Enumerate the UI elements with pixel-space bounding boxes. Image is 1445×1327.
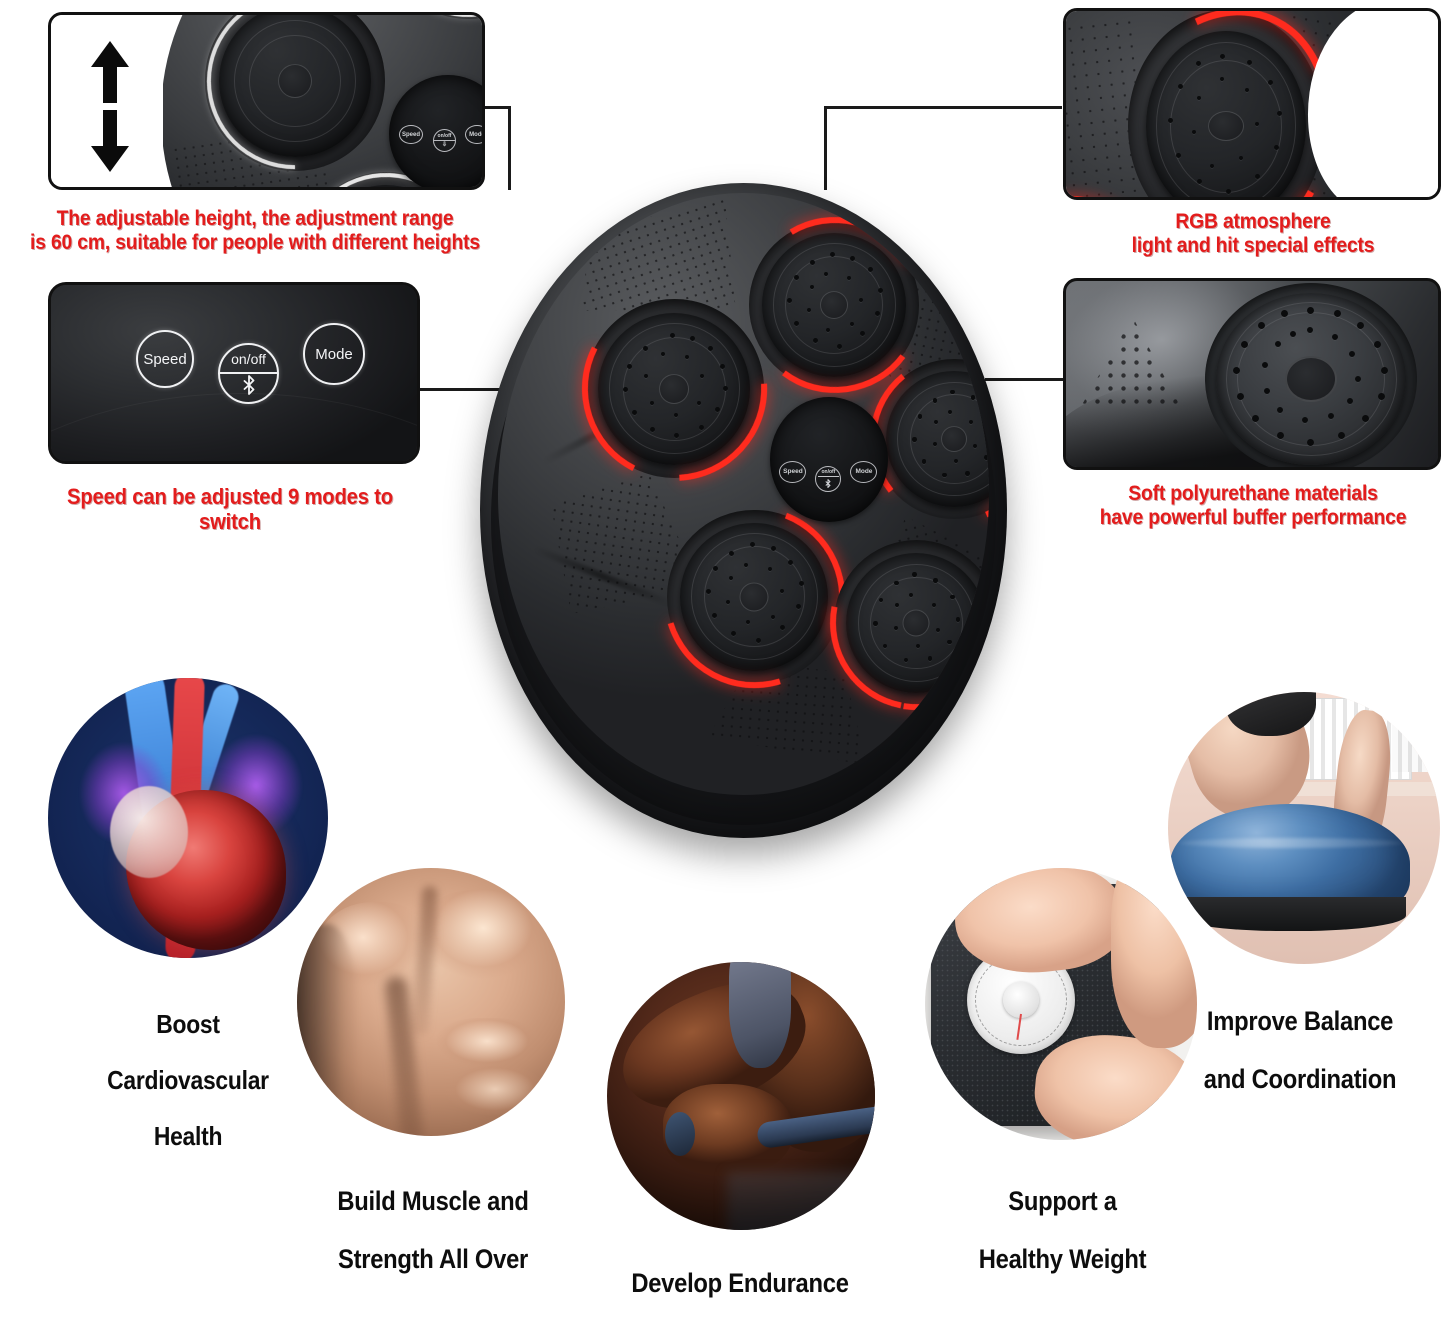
- bosu-seam: [1180, 838, 1402, 848]
- grip-cap: [665, 1112, 695, 1156]
- polyurethane-target-pad: [1204, 282, 1418, 467]
- onoff-button-label: on/off: [231, 351, 266, 367]
- mode-label: Mode: [469, 131, 485, 138]
- device-mode-label: Mode: [855, 467, 873, 475]
- caption-line-2: light and hit special effects: [1131, 233, 1375, 257]
- divider: [434, 139, 455, 141]
- caption-line-1: Speed can be adjusted 9 modes to switch: [67, 484, 393, 534]
- speed-label: Speed: [401, 131, 420, 138]
- polyurethane-pad-photo: [1063, 278, 1441, 470]
- label-line-2: and Coordination: [1203, 1064, 1397, 1095]
- benefit-muscle-label: Build Muscle and Strength All Over: [305, 1158, 560, 1304]
- device-speed-button[interactable]: Speed: [779, 460, 807, 483]
- target-pad-top[interactable]: [727, 198, 941, 412]
- height-adjust-photo: Speed on/off ⇩ Mode: [48, 12, 485, 190]
- caption-line-2: have powerful buffer performance: [1099, 505, 1407, 529]
- caption-line-1: Soft polyurethane materials: [1128, 482, 1378, 505]
- target-pad-upper-left[interactable]: [543, 257, 806, 520]
- mode-button[interactable]: Mode: [303, 323, 365, 385]
- bathroom-scale-photo: [925, 868, 1197, 1140]
- target-pad: [170, 15, 420, 187]
- target-pad: [1087, 11, 1365, 197]
- rgb-light-photo: [1063, 8, 1441, 200]
- label-line-2: Healthy Weight: [978, 1244, 1147, 1275]
- benefit-endurance-label: Develop Endurance: [608, 1240, 872, 1327]
- connector-line-rgb-vertical: [824, 108, 827, 190]
- heart-anatomy-photo: [48, 678, 328, 958]
- muscular-torso-photo: [297, 868, 565, 1136]
- device-onoff-button[interactable]: on/off ⇩: [433, 129, 456, 152]
- arrow-up-icon: [91, 41, 129, 103]
- benefit-weight-label: Support a Healthy Weight: [937, 1158, 1188, 1304]
- device-onoff-label: on/off: [821, 468, 836, 475]
- connector-line-pad-horizontal: [985, 378, 1063, 381]
- device-control-disc: Speed on/off Mode: [770, 396, 889, 522]
- device-face: Speed on/off Mode: [498, 192, 989, 796]
- device-speed-label: Speed: [783, 467, 803, 475]
- label-line-2: Strength All Over: [337, 1244, 529, 1275]
- caption-line-1: The adjustable height, the adjustment ra…: [56, 207, 454, 230]
- floor-shadow: [727, 1172, 875, 1230]
- onoff-label: on/off: [437, 132, 452, 139]
- speed-button-label: Speed: [143, 350, 187, 368]
- label-line-1: Build Muscle and: [337, 1186, 529, 1217]
- arm-shadow-left: [297, 924, 359, 1136]
- music-boxing-machine: Speed on/off Mode: [480, 183, 1007, 838]
- bluetooth-icon: [243, 375, 254, 395]
- benefit-balance-label: Improve Balance and Coordination: [1172, 978, 1427, 1124]
- mode-button-label: Mode: [315, 345, 353, 363]
- connector-line-speed-horizontal: [418, 388, 518, 391]
- label-line-1: Improve Balance: [1206, 1006, 1394, 1037]
- label-line-1: Develop Endurance: [631, 1268, 849, 1299]
- device-speed-button[interactable]: Speed: [399, 125, 423, 144]
- arrow-down-icon: [91, 110, 129, 172]
- radiator-right: [1392, 700, 1440, 772]
- device-mode-button[interactable]: Mode: [850, 460, 878, 483]
- benefit-cardio-label: Boost Cardiovascular Health: [56, 982, 320, 1179]
- caption-speed-modes: Speed can be adjusted 9 modes to switch: [37, 484, 423, 534]
- speed-button[interactable]: Speed: [136, 330, 194, 388]
- label-line-2: Cardiovascular: [107, 1065, 269, 1096]
- label-line-1: Boost: [156, 1009, 220, 1040]
- abs-lower: [443, 1066, 547, 1124]
- label-line-1: Support a: [1008, 1186, 1117, 1217]
- connector-line-rgb-horizontal: [824, 106, 1062, 109]
- height-photo-device-crop: Speed on/off ⇩ Mode: [161, 15, 485, 187]
- led-arc: [356, 15, 482, 42]
- caption-line-1: RGB atmosphere: [1175, 210, 1331, 233]
- label-line-3: Health: [153, 1121, 223, 1152]
- caption-polyurethane: Soft polyurethane materials have powerfu…: [1069, 482, 1437, 529]
- device-onoff-button[interactable]: on/off: [815, 465, 842, 492]
- heart-atrium: [110, 786, 188, 878]
- bluetooth-icon: [825, 478, 832, 488]
- caption-adjustable-height: The adjustable height, the adjustment ra…: [30, 207, 481, 254]
- target-pad-lower-right[interactable]: [795, 501, 989, 745]
- device-mode-button[interactable]: Mode: [465, 125, 485, 144]
- bosu-base: [1176, 897, 1406, 931]
- shorts-fabric: [729, 962, 791, 1068]
- connector-line-height-vertical: [508, 106, 511, 190]
- control-disc: Speed on/off ⇩ Mode: [389, 75, 485, 187]
- caption-rgb-light: RGB atmosphere light and hit special eff…: [1069, 210, 1437, 257]
- divider: [220, 372, 277, 375]
- target-pad-lower-left[interactable]: [632, 474, 877, 719]
- control-panel-photo: Speed on/off Mode: [48, 282, 420, 464]
- rowing-athlete-photo: [607, 962, 875, 1230]
- onoff-bluetooth-button[interactable]: on/off: [218, 343, 279, 404]
- caption-line-2: is 60 cm, suitable for people with diffe…: [30, 230, 480, 254]
- divider: [818, 476, 839, 478]
- target-pad-right[interactable]: [844, 329, 989, 549]
- bluetooth-icon: ⇩: [441, 141, 448, 148]
- bosu-ball-photo: [1168, 692, 1440, 964]
- dial-hub: [1003, 982, 1039, 1018]
